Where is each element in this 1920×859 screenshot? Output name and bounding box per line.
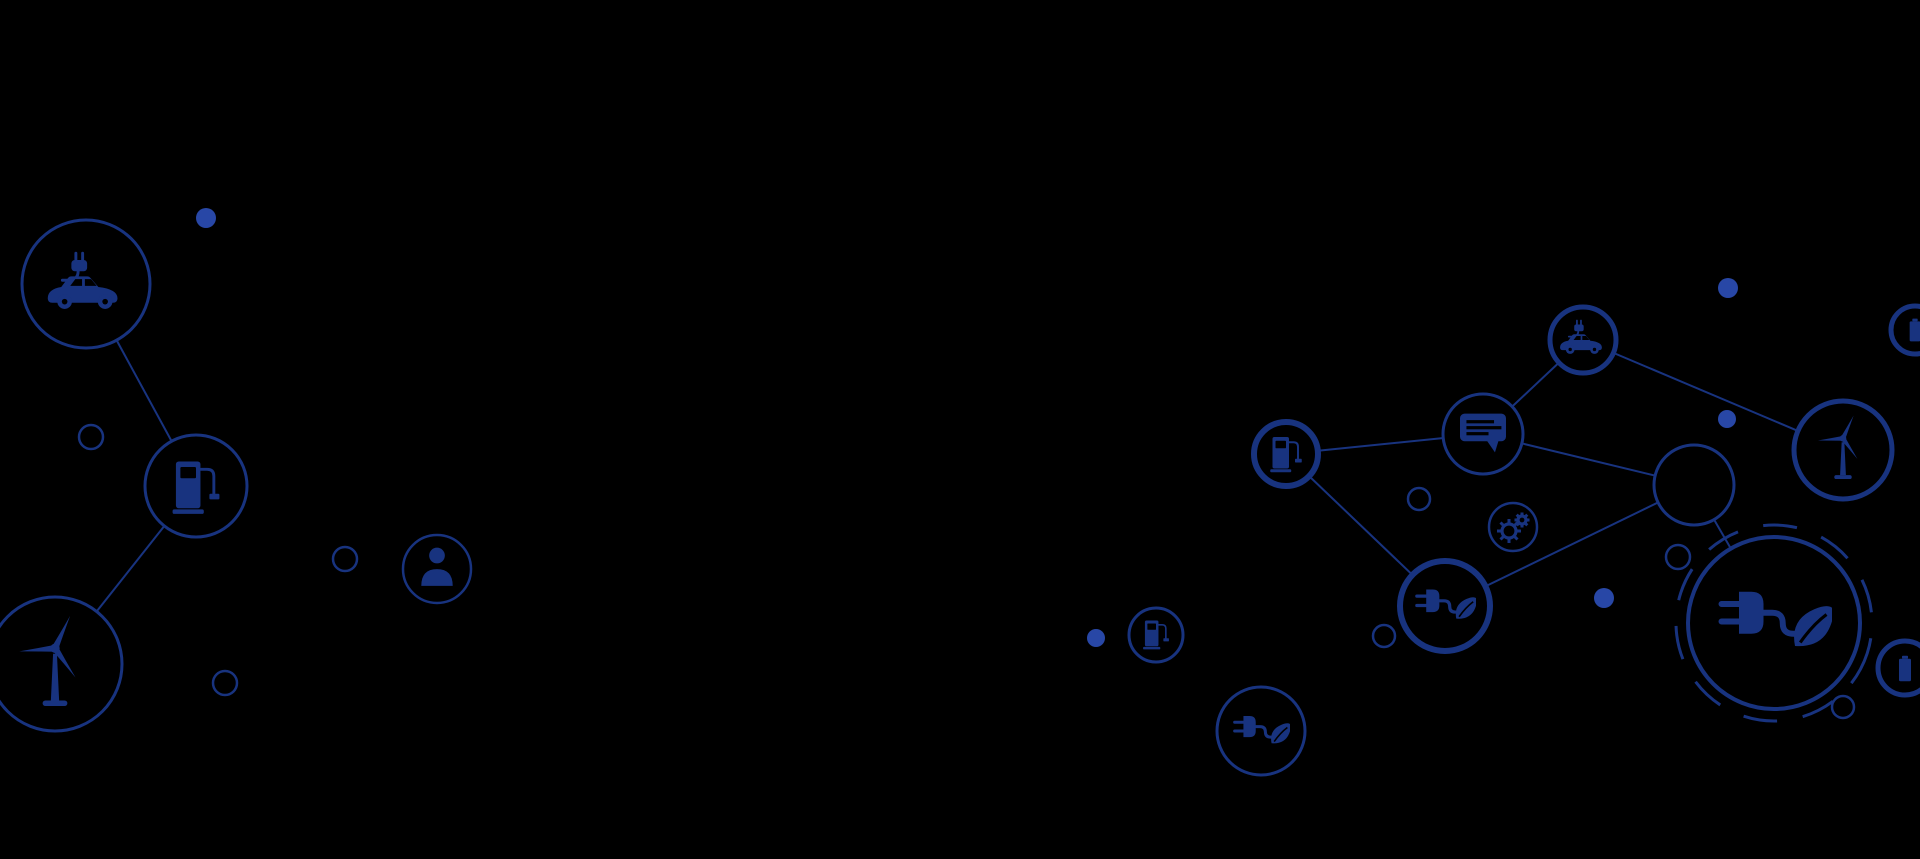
fuel-pump-node <box>1251 419 1321 489</box>
decor-ring <box>1664 543 1692 571</box>
decor-dot <box>1718 278 1738 298</box>
decor-ring <box>211 669 239 697</box>
fuel-pump-node <box>143 433 249 539</box>
battery-node <box>1875 638 1920 698</box>
ev-car-node <box>20 218 152 350</box>
decor-dot <box>196 208 216 228</box>
decor-ring <box>331 545 359 573</box>
eco-plug-node <box>1215 685 1307 777</box>
eco-plug-node <box>1397 558 1493 654</box>
decor-ring <box>77 423 105 451</box>
decor-elements <box>77 208 1856 720</box>
decor-dot <box>1594 588 1614 608</box>
person-node <box>401 533 473 605</box>
gears-icon <box>1497 512 1530 543</box>
dashed-orbit-ring <box>1674 523 1874 723</box>
fuel-pump-node <box>1127 606 1185 664</box>
decor-dot <box>1718 410 1736 428</box>
chat-node <box>1441 392 1525 476</box>
wind-turbine-node <box>0 595 124 733</box>
decor-ring <box>1406 486 1432 512</box>
eco-plug-node-large <box>1674 523 1874 723</box>
decor-dot <box>1087 629 1105 647</box>
ev-car-node <box>1547 304 1619 376</box>
decor-ring <box>1371 623 1397 649</box>
battery-icon <box>1909 318 1920 342</box>
wind-turbine-node <box>1791 398 1895 502</box>
decor-ring <box>1830 694 1856 720</box>
battery-icon <box>1899 655 1911 682</box>
battery-node <box>1888 303 1920 357</box>
plain-node <box>1652 443 1736 527</box>
gears-node <box>1487 501 1539 553</box>
